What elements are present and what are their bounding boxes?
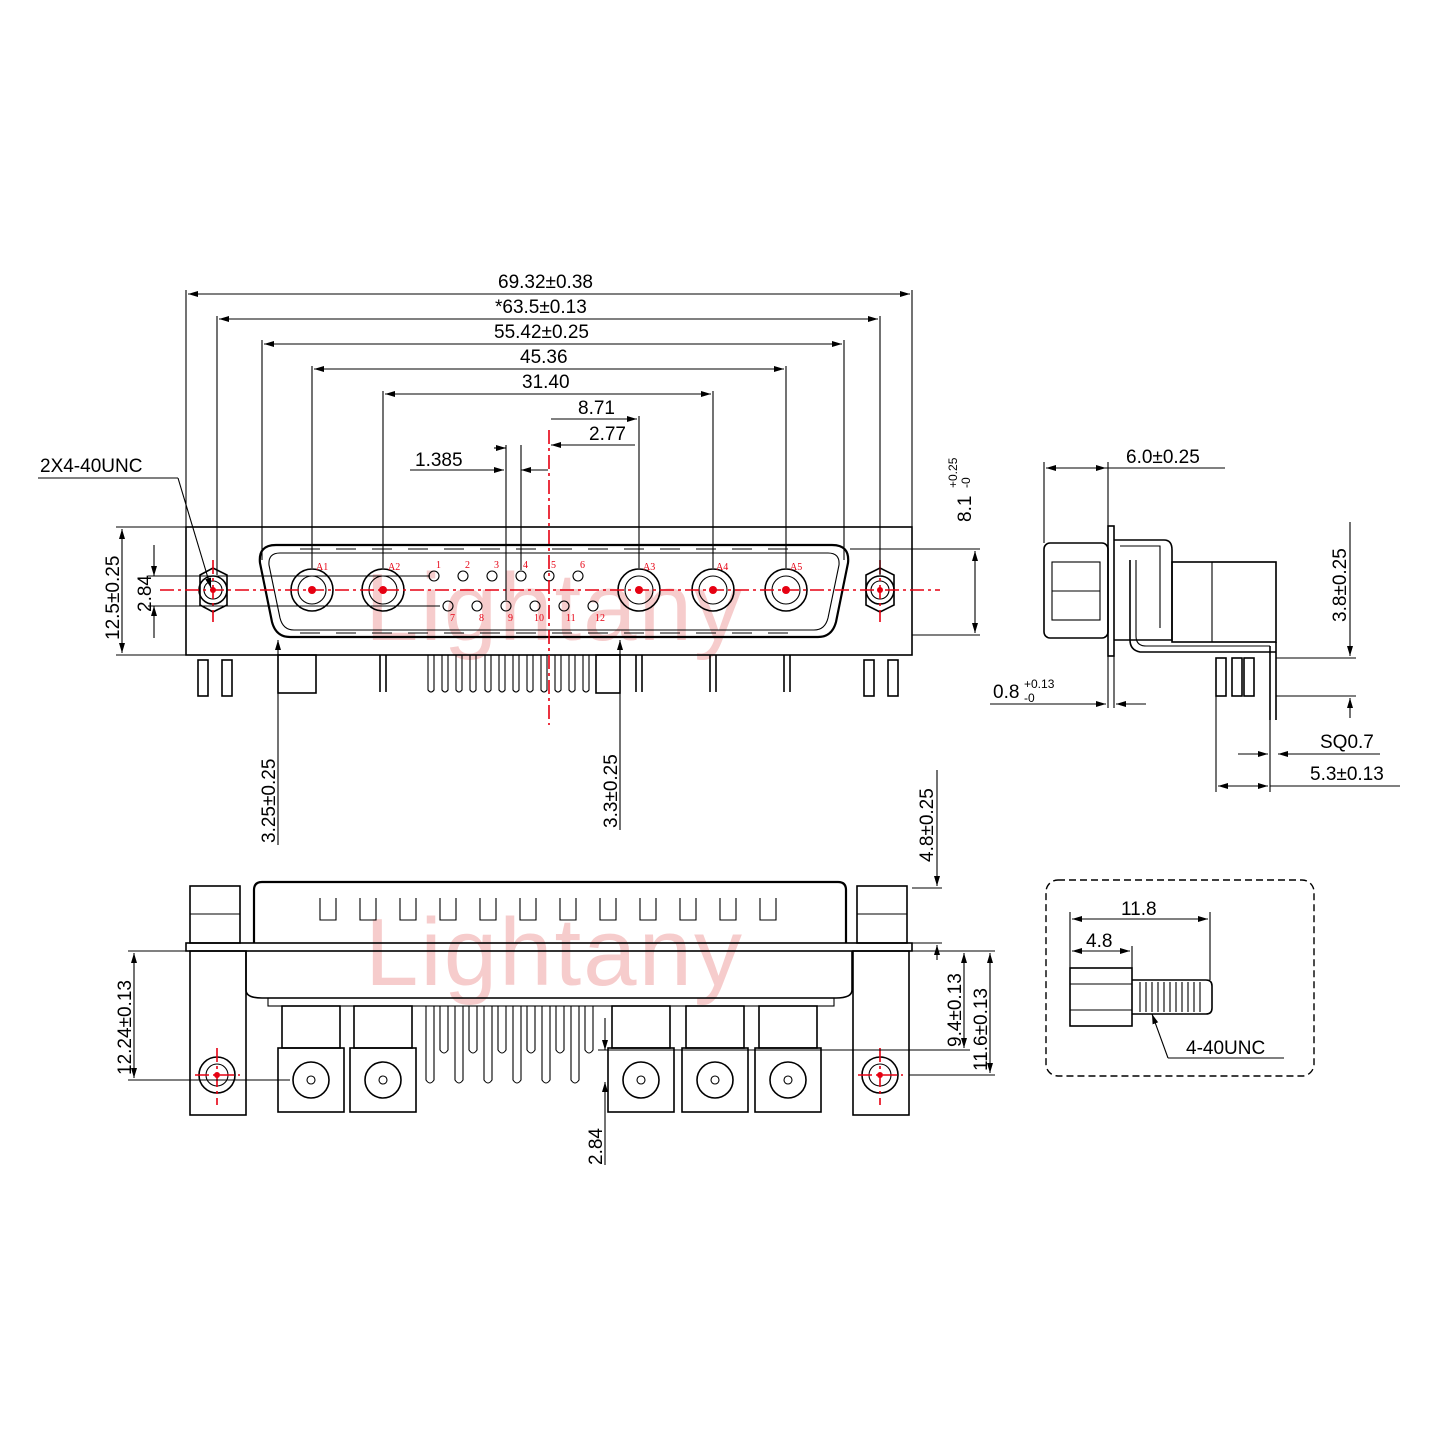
front-bottom-dimensions	[275, 640, 623, 845]
dim-55-42: 55.42±0.25	[494, 322, 589, 343]
side-view: 6.0±0.25 3.8±0.25 0.8 +0.13 -0 SQ0.7 5.3…	[990, 447, 1400, 792]
signal-pins	[428, 570, 599, 612]
pin-label-3: 3	[494, 560, 499, 571]
dim-4-8-detail: 4.8	[1086, 931, 1112, 952]
dim-1-385: 1.385	[415, 450, 463, 471]
dim-69-32: 69.32±0.38	[498, 272, 593, 293]
front-shell-slots	[300, 548, 788, 634]
dim-11-8: 11.8	[1121, 899, 1157, 920]
bottom-shell-slots	[319, 898, 777, 921]
pin-label-12: 12	[595, 613, 605, 624]
dim-11-6: 11.6±0.13	[971, 988, 992, 1071]
coax-label-a4: A4	[716, 562, 728, 573]
dim-12-5: 12.5±0.25	[103, 556, 124, 640]
side-boardlock	[1215, 657, 1255, 697]
dim-31-40: 31.40	[522, 372, 570, 393]
pin-label-5: 5	[551, 560, 556, 571]
pin-label-2: 2	[465, 560, 470, 571]
dim-3-3: 3.3±0.25	[601, 754, 622, 828]
front-d-shell-inner	[268, 552, 840, 631]
dim-3-8: 3.8±0.25	[1330, 548, 1351, 622]
side-pin-bend	[1129, 560, 1276, 653]
detail-frame	[1045, 879, 1315, 1077]
dim-8-1-minus: -0	[959, 477, 973, 488]
callout-2x4-40unc: 2X4-40UNC	[40, 456, 142, 477]
front-view: A1 A2 A3 A4 A5 1 2 3 4 5 6 7 8 9 10 11 1…	[38, 272, 980, 845]
pin-label-10: 10	[534, 613, 544, 624]
front-d-shell	[258, 543, 850, 639]
side-flange	[1107, 525, 1115, 657]
detail-hex-body	[1069, 967, 1133, 1027]
coax-label-a1: A1	[316, 562, 328, 573]
dim-5-3: 5.3±0.13	[1310, 764, 1384, 785]
pin-label-1: 1	[436, 560, 441, 571]
dim-9-4: 9.4±0.13	[945, 973, 966, 1047]
pin-label-8: 8	[479, 613, 484, 624]
dim-0-8: 0.8	[993, 682, 1019, 703]
dim-0-8-plus: +0.13	[1024, 677, 1055, 691]
callout-leader	[177, 477, 212, 589]
coax-label-a5: A5	[790, 562, 802, 573]
dim-45-36: 45.36	[520, 347, 568, 368]
dim-2-84-bottom: 2.84	[586, 1128, 607, 1165]
watermark-front: Lightany	[365, 554, 744, 661]
coax-label-a2: A2	[388, 562, 400, 573]
front-left-dimensions	[116, 526, 440, 656]
front-signal-leads	[427, 655, 590, 693]
detail-view: 11.8 4.8 4-40UNC	[1045, 879, 1315, 1077]
dim-0-8-minus: -0	[1024, 691, 1035, 705]
bottom-coax-bodies	[277, 1005, 822, 1113]
dim-2-77: 2.77	[589, 424, 626, 445]
dim-12-24: 12.24±0.13	[115, 980, 136, 1075]
dim-2-84-front: 2.84	[135, 575, 156, 612]
bottom-ear-right	[852, 950, 910, 1116]
dim-8-71: 8.71	[578, 398, 615, 419]
bottom-view: 4.8±0.25 12.24±0.13 9.4±0.13 11.6±0.13 2…	[115, 770, 995, 1165]
dim-4-8-bottom: 4.8±0.25	[917, 788, 938, 862]
bottom-flange	[185, 942, 913, 952]
watermark-bottom: Lightany	[365, 899, 744, 1006]
bottom-signal-pins	[425, 1006, 594, 1084]
dim-6-0: 6.0±0.25	[1126, 447, 1200, 468]
front-leads	[197, 654, 899, 697]
side-shell	[1114, 539, 1173, 641]
pin-label-9: 9	[508, 613, 513, 624]
pin-label-7: 7	[450, 613, 455, 624]
pin-label-4: 4	[523, 560, 528, 571]
callout-4-40unc: 4-40UNC	[1186, 1038, 1265, 1059]
front-top-dimensions	[185, 290, 913, 600]
coax-label-a3: A3	[643, 562, 655, 573]
dim-sq0-7: SQ0.7	[1320, 732, 1374, 753]
pin-label-11: 11	[566, 613, 576, 624]
pin-label-6: 6	[580, 560, 585, 571]
detail-thread	[1132, 979, 1213, 1015]
detail-thread-lines	[1139, 982, 1201, 1012]
bottom-shell	[252, 880, 848, 943]
bottom-ear-left	[189, 950, 247, 1116]
dim-8-1: 8.1	[955, 496, 976, 522]
front-right-dimension	[850, 548, 980, 636]
side-coax-housing	[1171, 561, 1277, 643]
dim-63-5: *63.5±0.13	[495, 297, 587, 318]
dim-3-25: 3.25±0.25	[259, 759, 280, 843]
dim-8-1-plus: +0.25	[946, 457, 960, 488]
